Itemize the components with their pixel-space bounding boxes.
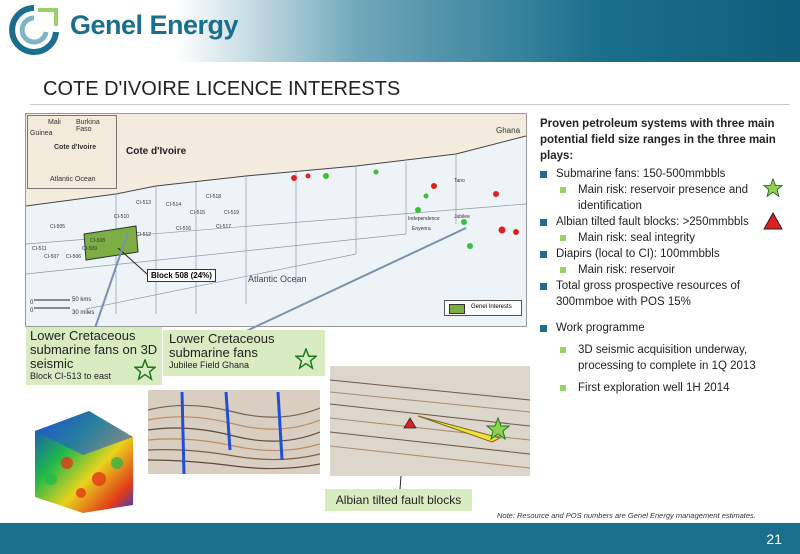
licence-map: Mali Burkina Faso Guinea Cote d'Ivoire A… — [25, 113, 527, 327]
callout-subtext: Jubilee Field Ghana — [169, 360, 250, 370]
legend-swatch — [449, 304, 465, 314]
callout-line: submarine fans on 3D — [30, 342, 158, 357]
albian-seismic-image — [330, 366, 530, 476]
bullet-marker — [540, 325, 547, 332]
footnote: Note: Resource and POS numbers are Genel… — [497, 511, 756, 520]
scale-zero-miles: 0 — [30, 308, 34, 314]
bullet-item: Albian tilted fault blocks: >250mmbbls — [540, 212, 785, 230]
place-label-tano: Tano — [454, 178, 465, 184]
sub-bullet-text: First exploration well 1H 2014 — [578, 382, 730, 394]
sub-bullet-text: Main risk: reservoir — [578, 264, 676, 276]
bullet-item: Diapirs (local to CI): 100mmbbls — [540, 246, 785, 262]
seismic-section-image — [148, 390, 320, 474]
star-icon — [295, 348, 317, 370]
map-country-label: Cote d'Ivoire — [126, 146, 187, 157]
footer-bar: 21 — [0, 523, 800, 554]
block-code: CI-507 — [44, 254, 60, 260]
star-icon — [485, 416, 511, 441]
inset-label-guinea: Guinea — [30, 130, 53, 137]
sub-bullet-text: Main risk: reservoir presence and identi… — [578, 184, 749, 212]
bullet-marker — [540, 251, 547, 258]
sub-bullet-marker — [560, 385, 566, 391]
lead-text: Proven petroleum systems with three main… — [540, 118, 776, 162]
sub-bullet-item: 3D seismic acquisition underway, process… — [540, 342, 785, 374]
block-508-label: Block 508 (24%) — [147, 269, 216, 282]
callout-albian: Albian tilted fault blocks — [325, 489, 472, 511]
triangle-icon — [763, 212, 783, 230]
callout-line: submarine fans — [169, 345, 258, 360]
inset-label-cote: Cote d'Ivoire — [54, 144, 97, 151]
callout-line: Lower Cretaceous — [169, 331, 275, 346]
scale-miles-label: 30 miles — [72, 310, 95, 316]
bullet-item: Submarine fans: 150-500mmbbls — [540, 166, 785, 182]
bullet-text: Diapirs (local to CI): 100mmbbls — [556, 248, 720, 260]
header-banner: Genel Energy — [0, 0, 800, 62]
bullet-marker — [540, 283, 547, 290]
callout-line: seismic — [30, 356, 74, 371]
place-label-enyenra: Enyenra — [412, 226, 431, 232]
sub-bullet-text: Main risk: seal integrity — [578, 232, 695, 244]
block-code: CI-515 — [190, 210, 206, 216]
bullet-text: Submarine fans: 150-500mmbbls — [556, 168, 726, 180]
star-icon — [763, 178, 783, 198]
legend-label: Genel Interests — [471, 304, 512, 310]
block-code: CI-517 — [216, 224, 232, 230]
scale-zero-km: 0 — [30, 300, 34, 306]
block-code: CI-509 — [82, 246, 98, 252]
page-title: COTE D'IVOIRE LICENCE INTERESTS — [43, 78, 401, 100]
map-legend: Genel Interests — [444, 300, 522, 316]
scale-km-label: 50 kms — [72, 297, 92, 303]
callout-cretaceous-3d: Lower Cretaceous submarine fans on 3D se… — [26, 327, 162, 385]
bullet-item: Work programme — [540, 320, 785, 336]
block-code: CI-508 — [90, 238, 106, 244]
callout-subtext: Block CI-513 to east — [30, 371, 112, 381]
sub-bullet-marker — [560, 267, 566, 273]
sub-bullet-marker — [560, 187, 566, 193]
3d-seismic-image — [27, 393, 137, 513]
bullet-marker — [540, 171, 547, 178]
block-code: CI-516 — [176, 226, 192, 232]
inset-label-burkina: Burkina Faso — [76, 119, 100, 133]
block-code: CI-514 — [166, 202, 182, 208]
sub-bullet-item: Main risk: reservoir — [540, 262, 785, 278]
sub-bullet-text: 3D seismic acquisition underway, process… — [578, 344, 756, 372]
place-label-independence: Independence — [408, 216, 440, 222]
logo-text: Genel Energy — [70, 10, 239, 40]
work-programme-title: Work programme — [556, 322, 645, 334]
page-number: 21 — [766, 531, 782, 547]
sub-bullet-item: Main risk: reservoir presence and identi… — [540, 178, 785, 214]
block-code: CI-513 — [136, 200, 152, 206]
title-divider — [30, 104, 790, 105]
sub-bullet-marker — [560, 235, 566, 241]
triangle-icon — [403, 417, 417, 429]
inset-label-mali: Mali — [48, 119, 61, 126]
star-icon — [134, 359, 156, 381]
block-code: CI-512 — [136, 232, 152, 238]
sub-bullet-item: First exploration well 1H 2014 — [540, 380, 785, 396]
inset-map: Mali Burkina Faso Guinea Cote d'Ivoire A… — [27, 115, 117, 189]
block-code: CI-510 — [114, 214, 130, 220]
key-points-list: Proven petroleum systems with three main… — [540, 116, 785, 396]
map-ocean-label: Atlantic Ocean — [248, 274, 307, 284]
block-code: CI-511 — [32, 246, 47, 252]
place-label-jubilee: Jubilee — [454, 214, 470, 220]
block-code: CI-505 — [50, 224, 66, 230]
callout-line: Lower Cretaceous — [30, 328, 136, 343]
bullet-item: Total gross prospective resources of 300… — [540, 278, 785, 310]
map-ghana-label: Ghana — [496, 126, 521, 135]
bullet-marker — [540, 219, 547, 226]
callout-cretaceous-jubilee: Lower Cretaceous submarine fans Jubilee … — [163, 330, 325, 376]
block-code: CI-518 — [206, 194, 222, 200]
bullet-text: Albian tilted fault blocks: >250mmbbls — [556, 216, 749, 228]
block-code: CI-506 — [66, 254, 82, 260]
bullet-text: Total gross prospective resources of 300… — [556, 280, 741, 308]
sub-bullet-item: Main risk: seal integrity — [540, 230, 785, 246]
block-code: CI-519 — [224, 210, 240, 216]
sub-bullet-marker — [560, 347, 566, 353]
inset-label-ocean: Atlantic Ocean — [50, 176, 96, 183]
genel-logo-icon — [9, 5, 59, 55]
